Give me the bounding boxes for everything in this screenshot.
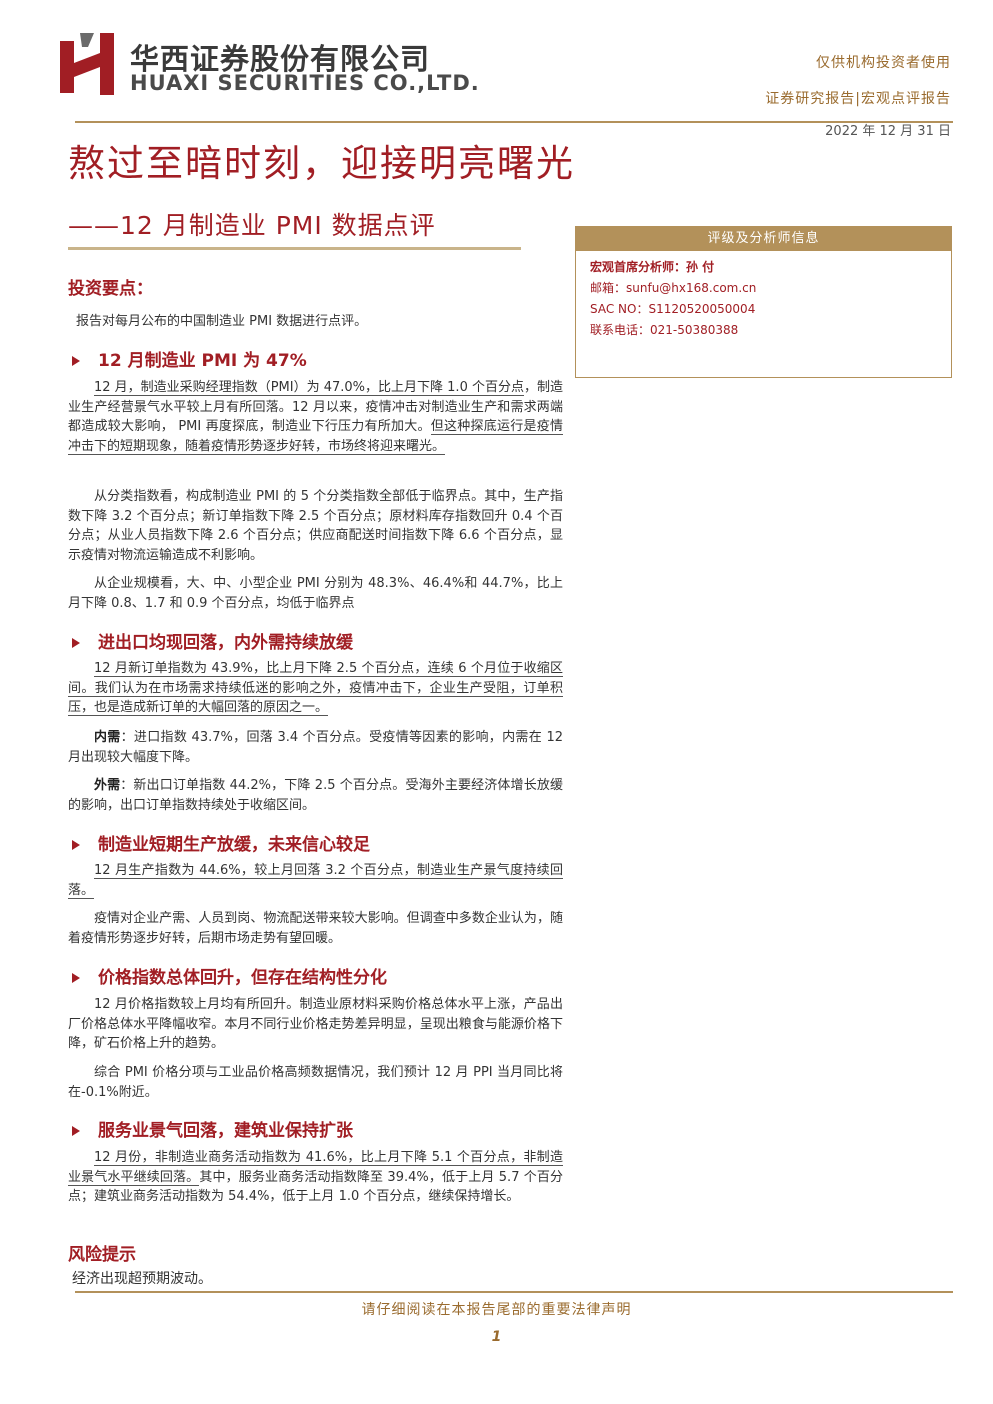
risk-text: 经济出现超预期波动。 <box>72 1271 212 1287</box>
triangle-bullet-icon <box>72 973 80 983</box>
section-paragraph: 疫情对企业产需、人员到岗、物流配送带来较大影响。但调查中多数企业认为，随着疫情形… <box>68 911 563 946</box>
section-heading: 价格指数总体回升，但存在结构性分化 <box>72 963 387 988</box>
intro-text: 报告对每月公布的中国制造业 PMI 数据进行点评。 <box>76 314 368 329</box>
company-name-cn: 华西证券股份有限公司 <box>130 42 431 76</box>
page-number: 1 <box>491 1329 502 1345</box>
page-subtitle: ——12 月制造业 PMI 数据点评 <box>68 211 436 240</box>
section-heading: 服务业景气回落，建筑业保持扩张 <box>72 1116 353 1141</box>
analyst-name: 宏观首席分析师：孙 付 <box>590 260 715 274</box>
page-title: 熬过至暗时刻，迎接明亮曙光 <box>68 142 575 185</box>
risk-heading: 风险提示 <box>68 1245 136 1265</box>
section-paragraph: 外需：新出口订单指数 44.2%，下降 2.5 个百分点。受海外主要经济体增长放… <box>68 778 563 813</box>
section-paragraph: 12 月，制造业采购经理指数（PMI）为 47.0%，比上月下降 1.0 个百分… <box>68 380 563 455</box>
analyst-email[interactable]: 邮箱：sunfu@hx168.com.cn <box>590 281 757 295</box>
triangle-bullet-icon <box>72 840 80 850</box>
report-type: 证券研究报告|宏观点评报告 <box>765 91 951 107</box>
section-heading: 进出口均现回落，内外需持续放缓 <box>72 628 353 653</box>
analyst-phone: 联系电话：021-50380388 <box>590 323 739 337</box>
audience-note: 仅供机构投资者使用 <box>816 55 951 71</box>
section-heading: 12 月制造业 PMI 为 47% <box>72 346 307 371</box>
footer-divider <box>75 1291 953 1293</box>
analyst-info-header: 评级及分析师信息 <box>576 227 951 251</box>
header-divider <box>75 121 953 123</box>
section-paragraph: 内需：进口指数 43.7%，回落 3.4 个百分点。受疫情等因素的影响，内需在 … <box>68 730 563 765</box>
triangle-bullet-icon <box>72 1126 80 1136</box>
investment-label: 投资要点： <box>68 279 153 299</box>
section-paragraph: 12 月份，非制造业商务活动指数为 41.6%，比上月下降 5.1 个百分点，非… <box>68 1150 563 1204</box>
huaxi-logo-icon <box>60 33 120 95</box>
section-paragraph: 综合 PMI 价格分项与工业品价格高频数据情况，我们预计 12 月 PPI 当月… <box>68 1065 563 1100</box>
report-date: 2022 年 12 月 31 日 <box>825 124 951 139</box>
triangle-bullet-icon <box>72 638 80 648</box>
section-paragraph: 12 月生产指数为 44.6%，较上月回落 3.2 个百分点，制造业生产景气度持… <box>68 863 563 899</box>
section-paragraph: 12 月价格指数较上月均有所回升。制造业原材料采购价格总体水平上涨，产品出厂价格… <box>68 997 563 1051</box>
section-heading: 制造业短期生产放缓，未来信心较足 <box>72 830 370 855</box>
subtitle-underline <box>68 247 521 250</box>
company-name-en: HUAXI SECURITIES CO.,LTD. <box>130 71 480 95</box>
section-paragraph: 从分类指数看，构成制造业 PMI 的 5 个分类指数全部低于临界点。其中，生产指… <box>68 489 563 563</box>
analyst-info-box: 评级及分析师信息 宏观首席分析师：孙 付 邮箱：sunfu@hx168.com.… <box>575 226 952 378</box>
section-paragraph: 从企业规模看，大、中、小型企业 PMI 分别为 48.3%、46.4%和 44.… <box>68 576 563 611</box>
section-paragraph: 12 月新订单指数为 43.9%，比上月下降 2.5 个百分点，连续 6 个月位… <box>68 661 563 716</box>
triangle-bullet-icon <box>72 356 80 366</box>
legal-notice: 请仔细阅读在本报告尾部的重要法律声明 <box>361 1302 632 1318</box>
analyst-sac: SAC NO：S1120520050004 <box>590 302 756 316</box>
